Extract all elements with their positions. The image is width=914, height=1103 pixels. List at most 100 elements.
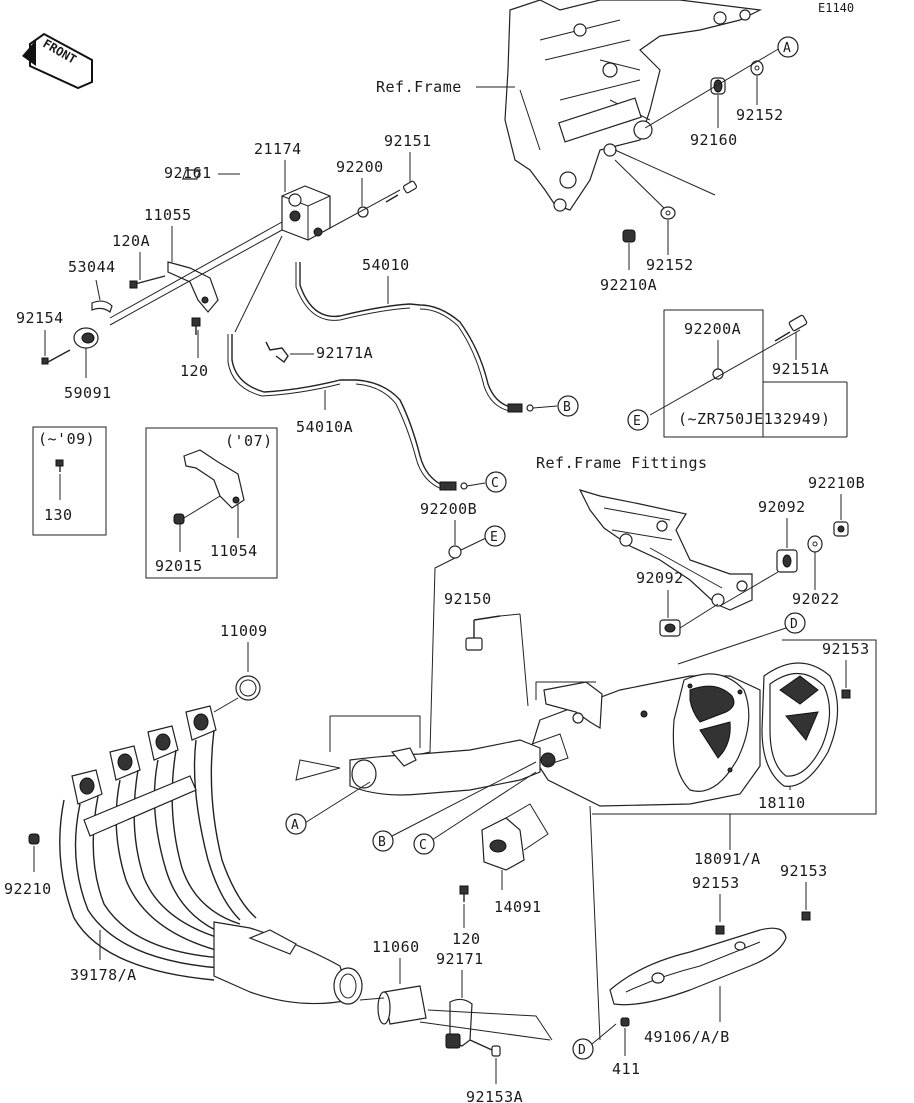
part-92152-top: 92152 — [736, 106, 784, 124]
label-plate-92161 — [182, 169, 201, 180]
callout-b-cable — [557, 395, 579, 417]
bolt-120-cover — [459, 885, 469, 902]
cable-end-54010 — [507, 403, 534, 413]
callout-c-muffler-label: C — [419, 838, 427, 853]
part-14091: 14091 — [494, 898, 542, 916]
part-11054: 11054 — [210, 542, 258, 560]
bolt-92153-guard-right — [801, 911, 811, 921]
callout-c-cable-label: C — [491, 476, 499, 491]
bushing-92092-lower — [659, 619, 681, 637]
part-39178: 39178/A — [70, 966, 137, 984]
part-92160: 92160 — [690, 131, 738, 149]
part-92153A: 92153A — [466, 1088, 523, 1103]
clamp-92171 — [445, 998, 473, 1049]
part-92153-guard-left: 92153 — [692, 874, 740, 892]
bushing-92092-upper — [776, 549, 798, 573]
bolt-92151 — [385, 180, 418, 203]
washer-92200 — [357, 206, 369, 218]
nut-92015 — [173, 513, 185, 525]
washer-92200B — [448, 545, 462, 559]
part-411: 411 — [612, 1060, 641, 1078]
callout-e-muffler-label: E — [490, 530, 498, 545]
cable-54010A — [231, 334, 445, 487]
box-model-07 — [145, 427, 278, 579]
bolt-92150 — [465, 615, 501, 651]
part-92200A: 92200A — [684, 320, 741, 338]
part-18110: 18110 — [758, 794, 806, 812]
callout-c-muffler — [413, 833, 435, 855]
part-120-top: 120 — [180, 362, 209, 380]
pulley-59091 — [73, 327, 99, 349]
ref-frame-label: Ref.Frame — [376, 78, 462, 96]
part-11055: 11055 — [144, 206, 192, 224]
diagram-id: E1140 — [818, 1, 854, 15]
part-92171: 92171 — [436, 950, 484, 968]
part-92092-upper: 92092 — [758, 498, 806, 516]
cable-54010 — [299, 262, 517, 409]
part-92161: 92161 — [164, 164, 212, 182]
callout-a-pipe — [285, 813, 307, 835]
callout-a-frame-label: A — [783, 41, 791, 56]
actuator-21174 — [281, 185, 331, 241]
washer-92022 — [807, 535, 823, 553]
part-92151A: 92151A — [772, 360, 829, 378]
front-arrow-icon: FRONT — [22, 32, 93, 90]
bolt-92153-guard-left — [715, 925, 725, 935]
screw-130 — [55, 459, 64, 472]
exhaust-headers — [59, 705, 363, 1005]
note-model-07: ('07) — [225, 432, 273, 450]
serial-range-note: (~ZR750JE132949) — [678, 410, 831, 428]
part-59091: 59091 — [64, 384, 112, 402]
part-92150: 92150 — [444, 590, 492, 608]
callout-c-cable — [485, 471, 507, 493]
part-92015: 92015 — [155, 557, 203, 575]
box-until-09 — [32, 426, 107, 536]
part-92153-guard-right: 92153 — [780, 862, 828, 880]
nut-92210A — [622, 229, 636, 243]
callout-e-muffler — [484, 525, 506, 547]
bolt-92153A — [469, 1039, 501, 1057]
callout-b-muffler-label: B — [378, 835, 386, 850]
note-until-09: (~'09) — [38, 430, 95, 448]
cover-14091 — [481, 817, 525, 871]
part-92210A: 92210A — [600, 276, 657, 294]
part-120-cover: 120 — [452, 930, 481, 948]
end-cap-inner — [672, 673, 750, 792]
part-92151: 92151 — [384, 132, 432, 150]
part-92092-lower: 92092 — [636, 569, 684, 587]
part-54010A: 54010A — [296, 418, 353, 436]
part-92152-bottom: 92152 — [646, 256, 694, 274]
part-92200B: 92200B — [420, 500, 477, 518]
callout-d-muffler — [784, 612, 806, 634]
part-11060: 11060 — [372, 938, 420, 956]
cable-end-54010A — [439, 481, 468, 491]
callout-b-cable-label: B — [563, 400, 571, 415]
end-cap-18110 — [761, 662, 839, 787]
bolt-120-bracket — [191, 317, 201, 335]
grommet-53044 — [91, 300, 113, 313]
part-21174: 21174 — [254, 140, 302, 158]
callout-d-guard-label: D — [578, 1043, 586, 1058]
part-92171A: 92171A — [316, 344, 373, 362]
bracket-11054 — [183, 449, 245, 509]
part-130: 130 — [44, 506, 73, 524]
frame-fittings-bracket — [578, 489, 753, 611]
callout-e-box-label: E — [633, 414, 641, 429]
callout-e-box — [627, 409, 649, 431]
bolt-92151A — [774, 314, 808, 342]
part-92153-cap: 92153 — [822, 640, 870, 658]
callout-d-guard — [572, 1038, 594, 1060]
callout-d-muffler-label: D — [790, 617, 798, 632]
part-49106: 49106/A/B — [644, 1028, 730, 1046]
part-54010: 54010 — [362, 256, 410, 274]
heat-guard-49106 — [609, 927, 787, 1006]
part-92154: 92154 — [16, 309, 64, 327]
part-92210: 92210 — [4, 880, 52, 898]
reference-frame-drawing — [504, 0, 763, 212]
gasket-11009 — [235, 675, 261, 701]
bracket-11055 — [167, 261, 219, 313]
nut-411 — [620, 1017, 630, 1027]
gasket-11060 — [377, 985, 427, 1025]
part-18091: 18091/A — [694, 850, 761, 868]
